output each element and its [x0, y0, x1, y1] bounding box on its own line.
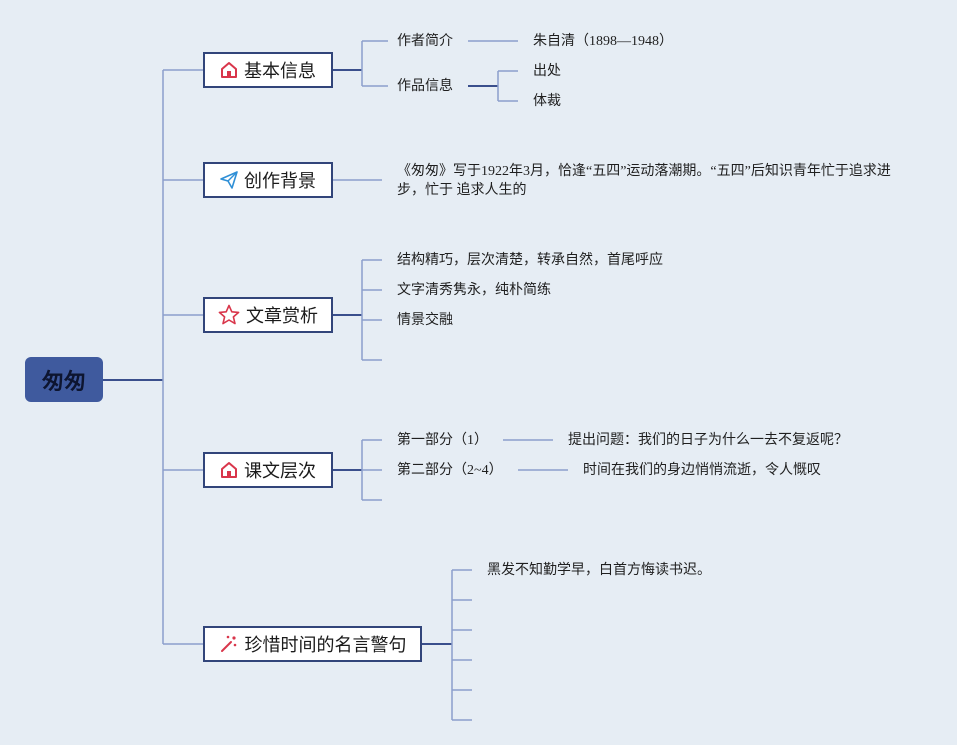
root-label: 匆匆 [41, 369, 86, 395]
star-icon [218, 304, 240, 325]
structure-part-label: 第二部分（2~4） [397, 463, 503, 478]
appreciation-item: 结构精巧，层次清楚，转承自然，首尾呼应 [397, 252, 663, 268]
branch-quotes-label: 珍惜时间的名言警句 [244, 635, 407, 656]
home-icon [221, 62, 237, 78]
home-icon [221, 462, 237, 478]
branch-basic-info-label: 基本信息 [244, 61, 316, 82]
structure-part-desc: 时间在我们的身边悄悄流逝，令人慨叹 [583, 462, 821, 478]
author-label: 作者简介 [397, 33, 453, 49]
branch-structure-label: 课文层次 [244, 461, 316, 482]
structure-part-desc: 提出问题：我们的日子为什么一去不复返呢？ [568, 433, 848, 448]
appreciation-item: 情景交融 [397, 312, 453, 328]
sparkle-icon [220, 635, 236, 652]
work-child-genre: 体裁 [533, 93, 561, 109]
branch-basic-info[interactable]: 基本信息 [203, 52, 333, 88]
branch-appreciation[interactable]: 文章赏析 [203, 297, 333, 333]
paper-plane-icon [220, 171, 238, 189]
quote-item: 黑发不知勤学早，白首方悔读书迟。 [487, 562, 711, 578]
branch-structure[interactable]: 课文层次 [203, 452, 333, 488]
branch-appreciation-label: 文章赏析 [246, 306, 318, 327]
root-node[interactable]: 匆匆 [25, 357, 103, 402]
structure-part-label: 第一部分（1） [397, 433, 488, 448]
branch-quotes[interactable]: 珍惜时间的名言警句 [203, 626, 422, 662]
background-text: 《匆匆》写于1922年3月，恰逢“五四”运动落潮期。“五四”后知识青年忙于追求进… [397, 164, 891, 198]
branch-background[interactable]: 创作背景 [203, 162, 333, 198]
work-child-source: 出处 [533, 63, 561, 79]
branch-background-label: 创作背景 [244, 171, 316, 192]
work-label: 作品信息 [397, 78, 453, 94]
author-value: 朱自清（1898—1948） [533, 34, 673, 49]
appreciation-item: 文字清秀隽永，纯朴简练 [397, 282, 551, 298]
